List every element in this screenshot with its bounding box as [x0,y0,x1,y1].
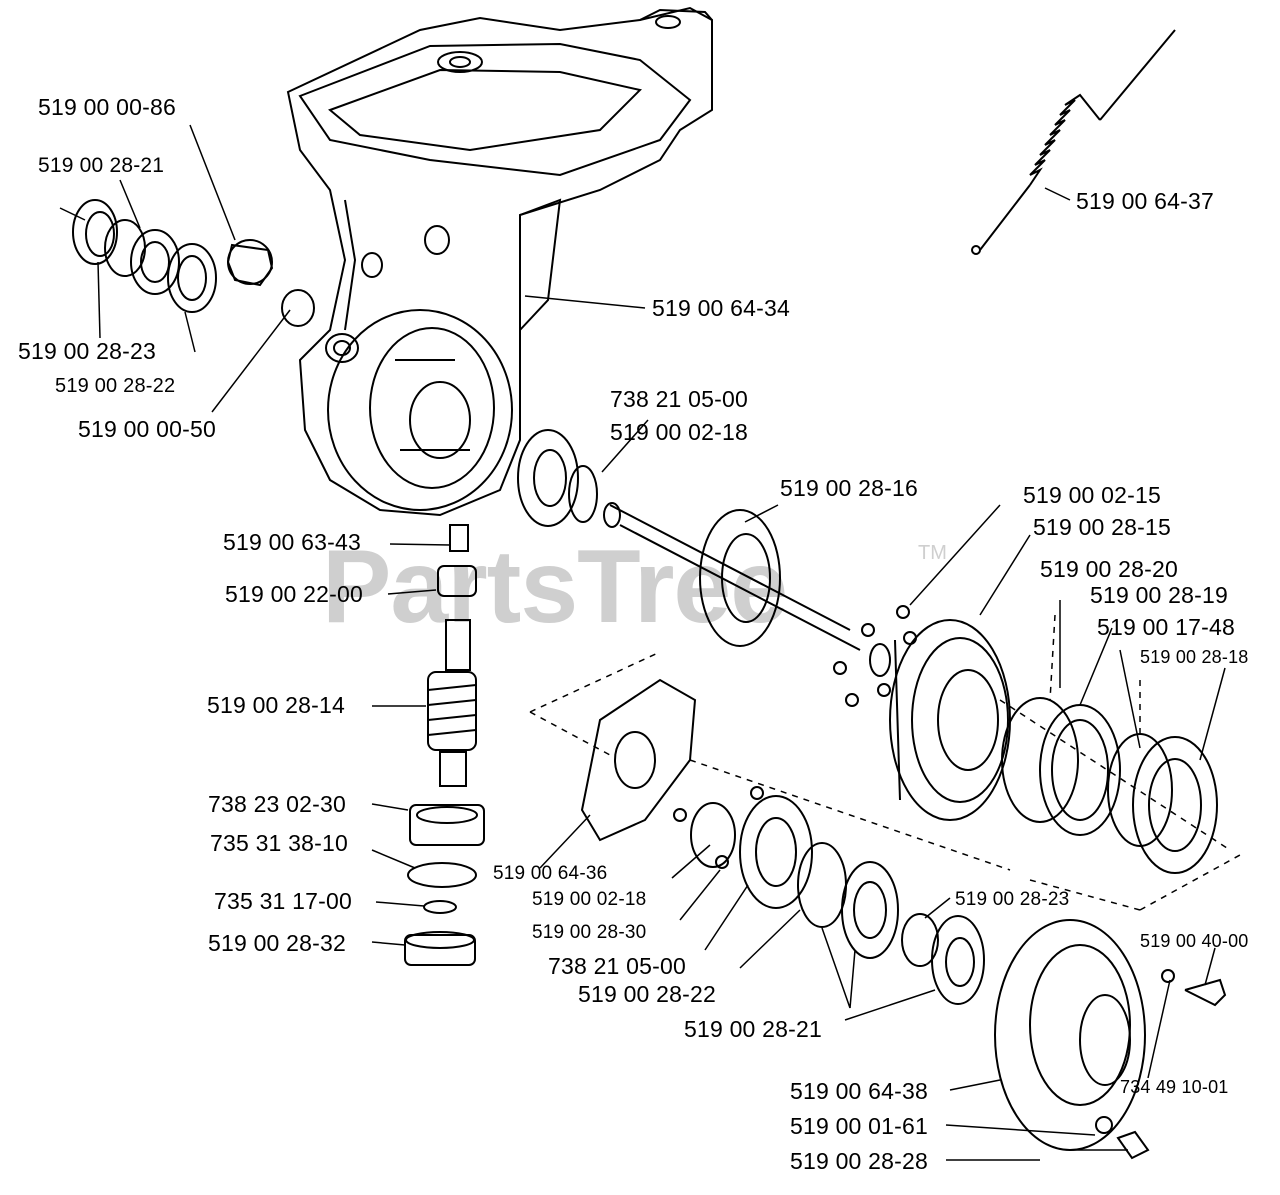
label-519-00-40-00: 519 00 40-00 [1140,931,1249,951]
label-519-00-01-61: 519 00 01-61 [790,1113,928,1139]
label-519-00-02-18-top: 519 00 02-18 [610,419,748,445]
label-519-00-64-36: 519 00 64-36 [493,863,608,884]
label-519-00-28-32: 519 00 28-32 [208,930,346,956]
label-519-00-64-37: 519 00 64-37 [1076,188,1214,214]
label-519-00-28-14: 519 00 28-14 [207,692,345,718]
label-519-00-64-34: 519 00 64-34 [652,295,790,321]
lower-bearings-drawing [673,786,985,1005]
label-735-31-38-10: 735 31 38-10 [210,830,348,856]
label-519-00-64-38: 519 00 64-38 [790,1078,928,1104]
label-519-00-17-48: 519 00 17-48 [1097,614,1235,640]
label-519-00-00-86: 519 00 00-86 [38,94,176,120]
label-519-00-28-20: 519 00 28-20 [1040,556,1178,582]
label-519-00-28-23-lower: 519 00 28-23 [955,889,1070,910]
label-738-21-05-00-lower: 738 21 05-00 [548,953,686,979]
assembly-outline-drawing [529,614,1241,911]
label-519-00-28-19: 519 00 28-19 [1090,582,1228,608]
label-519-00-28-30: 519 00 28-30 [532,922,647,943]
label-519-00-02-18-lower: 519 00 02-18 [532,889,647,910]
spring-cable-drawing [971,29,1176,255]
label-519-00-28-22-top: 519 00 28-22 [55,375,176,397]
label-519-00-28-21-top: 519 00 28-21 [38,154,165,177]
label-519-00-22-00: 519 00 22-00 [225,581,363,607]
label-519-00-28-23-top: 519 00 28-23 [18,338,156,364]
label-519-00-28-18: 519 00 28-18 [1140,647,1249,667]
input-bearing-drawing [517,429,598,527]
label-519-00-02-15: 519 00 02-15 [1023,482,1161,508]
label-519-00-28-22-lower: 519 00 28-22 [578,981,716,1007]
worm-shaft-drawing [404,524,485,966]
label-519-00-28-28: 519 00 28-28 [790,1148,928,1174]
label-519-00-63-43: 519 00 63-43 [223,529,361,555]
bracket-plate-drawing [580,678,697,842]
label-519-00-00-50: 519 00 00-50 [78,416,216,442]
watermark-trademark: TM [918,542,947,564]
label-738-23-02-30: 738 23 02-30 [208,791,346,817]
label-738-21-05-00-top: 738 21 05-00 [610,386,748,412]
label-735-31-17-00: 735 31 17-00 [214,888,352,914]
gearbox-housing-drawing [286,6,713,517]
label-734-49-10-01: 734 49 10-01 [1120,1077,1229,1097]
label-519-00-28-15: 519 00 28-15 [1033,514,1171,540]
left-bearing-stack-drawing [72,199,315,327]
leader-lines [59,124,1226,1161]
gear-wheel-drawing [889,619,1011,821]
label-519-00-28-21-lower: 519 00 28-21 [684,1016,822,1042]
shaft-drawing [603,502,917,707]
label-519-00-28-16: 519 00 28-16 [780,475,918,501]
cover-plate-drawing [994,919,1227,1160]
right-rings-drawing [1001,697,1218,874]
